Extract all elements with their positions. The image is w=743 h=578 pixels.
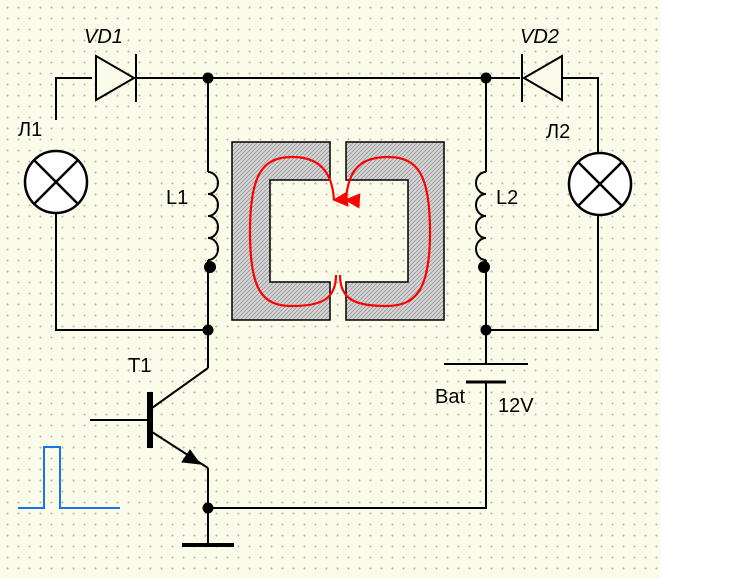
label-lamp1: Л1 — [18, 119, 42, 141]
input-pulse — [18, 446, 120, 509]
label-battery: Bat — [435, 386, 465, 408]
junction-dot — [202, 324, 214, 336]
circuit-diagram: VD1 VD2 Л1 Л2 L1 L2 T1 Bat 12V — [18, 26, 633, 547]
label-vd2: VD2 — [520, 26, 559, 48]
label-coil1: L1 — [166, 187, 188, 209]
wire-lamp1-vd1 — [55, 77, 92, 120]
label-vd1: VD1 — [84, 26, 123, 48]
flux-loop-right — [338, 155, 432, 308]
diode-vd2 — [521, 54, 563, 102]
core-right-half — [345, 141, 445, 321]
coil-l1-windings — [207, 171, 219, 261]
transistor-t1 — [147, 367, 209, 469]
wire-vd2-lamp2 — [562, 77, 599, 152]
junctions — [202, 72, 492, 514]
transistor-emitter-arrow — [181, 449, 202, 465]
core-left-half — [231, 141, 331, 321]
coil-l2-polarity-dot — [478, 261, 490, 273]
coil-l1-polarity-dot — [204, 261, 216, 273]
coil-l2-windings — [475, 171, 487, 261]
label-coil2: L2 — [496, 187, 518, 209]
wires — [55, 77, 599, 545]
junction-dot — [480, 324, 492, 336]
magnetic-flux — [248, 155, 432, 308]
lamp-l1-cross-b — [33, 159, 79, 205]
label-lamp2: Л2 — [546, 121, 570, 143]
wire-lamp1-bottom — [55, 210, 208, 331]
junction-dot — [202, 502, 214, 514]
diode-vd2-triangle — [522, 54, 563, 102]
lamp-l1 — [23, 149, 89, 215]
transistor-collector — [151, 367, 209, 409]
diode-vd1 — [95, 54, 137, 102]
diode-vd1-triangle — [95, 54, 136, 102]
junction-dot — [480, 72, 492, 84]
lamp-l2 — [567, 151, 633, 217]
wire-bat-ground — [208, 382, 487, 509]
label-voltage: 12V — [498, 395, 534, 417]
flux-loop-left — [248, 155, 349, 308]
junction-dot — [202, 72, 214, 84]
label-transistor: T1 — [128, 355, 151, 377]
transformer-core — [231, 141, 445, 321]
battery — [444, 363, 528, 384]
lamp-l2-cross-b — [577, 161, 623, 207]
wire-lamp2-bottom — [486, 214, 599, 331]
